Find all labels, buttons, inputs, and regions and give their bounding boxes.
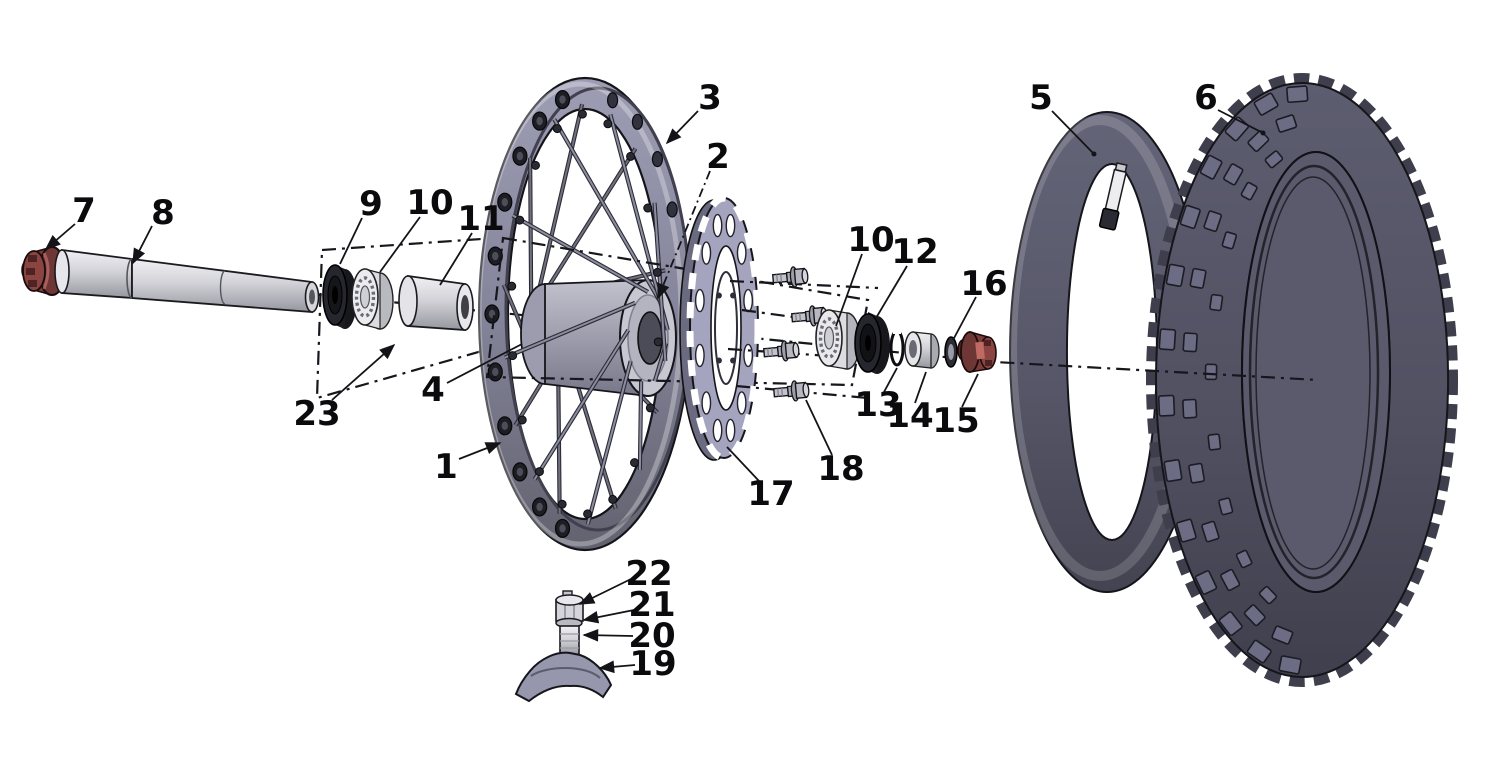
washer	[944, 336, 958, 368]
rim-lock-group	[514, 590, 613, 703]
svg-text:3: 3	[698, 78, 722, 118]
callout-8: 8	[132, 193, 175, 265]
svg-text:7: 7	[72, 191, 96, 231]
svg-text:21: 21	[628, 585, 675, 625]
callout-21: 21	[582, 585, 676, 625]
callout-14: 14	[886, 371, 934, 436]
axle-nut-right	[957, 331, 997, 373]
callout-12: 12	[875, 232, 939, 319]
svg-text:22: 22	[625, 554, 672, 594]
svg-text:14: 14	[886, 396, 933, 436]
callout-10-left: 10	[379, 183, 454, 273]
callout-20: 20	[582, 616, 676, 656]
svg-text:15: 15	[932, 401, 979, 441]
svg-text:9: 9	[359, 184, 383, 224]
svg-text:10: 10	[847, 220, 894, 260]
callout-7: 7	[44, 191, 96, 251]
spoke-nipples	[507, 109, 663, 519]
spacer-tube	[398, 274, 474, 331]
callout-3: 3	[665, 78, 722, 145]
svg-text:8: 8	[151, 193, 175, 233]
axle-centerline	[47, 266, 1319, 382]
brake-disc	[679, 194, 762, 462]
disc-cutouts	[694, 213, 754, 443]
callout-2: 2	[657, 137, 730, 300]
callout-5: 5	[1029, 78, 1097, 157]
seal-right	[854, 312, 890, 374]
svg-text:19: 19	[629, 644, 676, 684]
svg-text:16: 16	[960, 264, 1007, 304]
svg-text:17: 17	[747, 474, 794, 514]
callout-1: 1	[434, 442, 502, 487]
callout-10-right: 10	[835, 220, 895, 327]
bearing-right	[815, 309, 861, 370]
callout-11: 11	[439, 199, 505, 286]
spacer-right	[904, 331, 940, 369]
callout-13: 13	[854, 367, 902, 425]
svg-text:11: 11	[457, 199, 504, 239]
callout-22: 22	[578, 554, 673, 605]
svg-text:4: 4	[421, 370, 445, 410]
svg-text:12: 12	[891, 232, 938, 272]
bearing-left	[351, 268, 394, 330]
svg-text:2: 2	[706, 137, 730, 177]
svg-text:20: 20	[628, 616, 675, 656]
callout-19: 19	[598, 644, 677, 684]
rim-lock-body	[514, 651, 613, 703]
svg-text:18: 18	[817, 449, 864, 489]
tire	[1146, 73, 1458, 687]
hub-internals-group-box	[485, 236, 870, 387]
svg-text:13: 13	[854, 385, 901, 425]
svg-text:23: 23	[293, 394, 340, 434]
callout-9: 9	[339, 184, 383, 265]
callout-6: 6	[1194, 78, 1266, 136]
seal-left	[322, 264, 357, 329]
axle-spacer-group-box	[315, 236, 498, 400]
callout-23: 23	[293, 343, 396, 434]
callout-4: 4	[421, 343, 523, 410]
callout-18: 18	[805, 399, 865, 489]
svg-text:6: 6	[1194, 78, 1218, 118]
callout-15: 15	[932, 373, 980, 441]
rim-lock-nut	[555, 594, 584, 622]
tire-knobs	[1157, 85, 1309, 675]
svg-text:1: 1	[434, 447, 458, 487]
snap-ring	[889, 329, 905, 367]
callout-16: 16	[952, 264, 1008, 341]
spoke-nipple-holes	[484, 89, 678, 539]
front-axle	[54, 248, 320, 313]
rim-lock-stem	[559, 625, 580, 657]
svg-text:5: 5	[1029, 78, 1053, 118]
svg-text:10: 10	[406, 183, 453, 223]
callout-17: 17	[726, 446, 795, 514]
tube-valve-stem	[1098, 162, 1128, 231]
disc-bolts	[727, 266, 879, 402]
